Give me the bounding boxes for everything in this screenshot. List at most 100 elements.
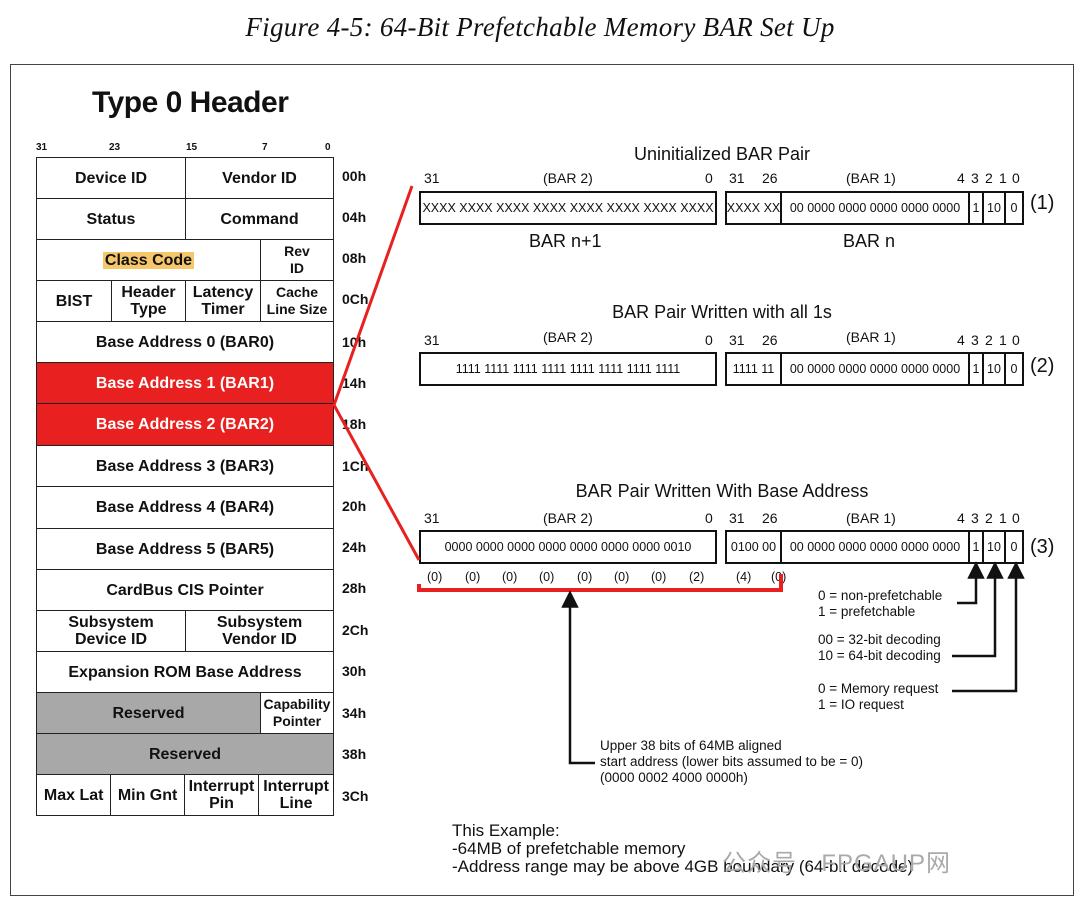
note-line: 1 = prefetchable — [818, 604, 916, 619]
type-bits: 10 — [984, 532, 1006, 562]
example-line: -64MB of prefetchable memory — [452, 839, 686, 858]
bar2-label: (BAR 2) — [543, 510, 593, 526]
offset-label: 30h — [342, 663, 367, 679]
reg-row-3ch: Max Lat Min Gnt Interrupt Pin Interrupt … — [36, 774, 334, 816]
figure-title: Figure 4-5: 64-Bit Prefetchable Memory B… — [245, 12, 835, 42]
upper-bits-bracket — [417, 574, 783, 592]
bar1-register: XXXX XX 00 0000 0000 0000 0000 0000 1 10… — [725, 191, 1024, 225]
example-note: This Example: -64MB of prefetchable memo… — [452, 822, 913, 876]
reg-row-18h: Base Address 2 (BAR2) — [36, 403, 334, 446]
note-line: 10 = 64-bit decoding — [818, 648, 941, 663]
status-field: Status — [37, 199, 186, 239]
offset-label: 1Ch — [342, 458, 369, 474]
request-note: 0 = Memory request 1 = IO request — [818, 681, 938, 713]
bit-label: 2 — [985, 170, 993, 186]
bit-label: 0 — [705, 170, 713, 186]
section-title: BAR Pair Written With Base Address — [575, 481, 869, 501]
command-field: Command — [220, 210, 299, 228]
bar2-register: 1111 1111 1111 1111 1111 1111 1111 1111 — [419, 352, 717, 386]
bar2-field: Base Address 2 (BAR2) — [95, 416, 275, 433]
bit-label: 31 — [36, 142, 48, 153]
section-tag: (2) — [1030, 355, 1055, 377]
reg-row-08h: Class Code Rev ID — [36, 239, 334, 281]
offset-label: 34h — [342, 705, 367, 721]
bar1-upper-bits: XXXX XX — [727, 193, 782, 223]
latency-timer-field: Latency Timer — [186, 281, 261, 321]
capability-pointer-field: Capability Pointer — [261, 693, 333, 733]
cardbus-cis-pointer-field: CardBus CIS Pointer — [106, 581, 264, 599]
prefetchable-bit: 1 — [970, 532, 984, 562]
bit-label: 23 — [109, 142, 121, 153]
note-line: 0 = non-prefetchable — [818, 588, 943, 603]
nibble-value: (0) — [651, 570, 667, 584]
bit-label: 3 — [971, 510, 979, 526]
bit-label: 15 — [186, 142, 198, 153]
offset-label: 08h — [342, 250, 367, 266]
bit-label: 0 — [325, 142, 331, 153]
prefetchable-bit: 1 — [970, 193, 984, 223]
bar5-field: Base Address 5 (BAR5) — [95, 540, 275, 558]
example-heading: This Example: — [452, 821, 560, 840]
bar1-field: Base Address 1 (BAR1) — [95, 374, 275, 392]
type-bits: 10 — [984, 193, 1006, 223]
reserved-field: Reserved — [148, 745, 222, 763]
bar1-register: 0100 00 00 0000 0000 0000 0000 0000 1 10… — [725, 530, 1024, 564]
bar2-value: 1111 1111 1111 1111 1111 1111 1111 1111 — [455, 362, 681, 376]
header-title: Type 0 Header — [92, 86, 289, 119]
bit-label: 31 — [729, 332, 745, 348]
bit-label: 0 — [705, 510, 713, 526]
nibble-value: (0) — [427, 570, 443, 584]
interrupt-pin-field: Interrupt Pin — [185, 775, 260, 815]
nibble-value: (2) — [689, 570, 705, 584]
request-arrow — [952, 561, 1025, 693]
min-gnt-field: Min Gnt — [111, 775, 185, 815]
bar1-middle-bits: 00 0000 0000 0000 0000 0000 — [782, 193, 970, 223]
offset-label: 3Ch — [342, 788, 369, 804]
bit-label: 7 — [262, 142, 268, 153]
note-line: start address (lower bits assumed to be … — [600, 754, 863, 769]
prefetch-arrow — [957, 561, 985, 605]
io-bit: 0 — [1010, 362, 1018, 376]
offset-label: 2Ch — [342, 622, 369, 638]
bit-label: 0 — [1012, 170, 1020, 186]
prefetch-note: 0 = non-prefetchable 1 = prefetchable — [818, 588, 942, 620]
reg-row-0ch: BIST Header Type Latency Timer Cache Lin… — [36, 280, 334, 322]
nibble-value: (0) — [465, 570, 481, 584]
offset-label: 38h — [342, 746, 367, 762]
section-tag: (3) — [1030, 536, 1055, 558]
figure-frame — [10, 64, 1074, 896]
bit-label: 4 — [957, 332, 965, 348]
upper-bits-note: Upper 38 bits of 64MB aligned start addr… — [600, 738, 863, 786]
interrupt-line-field: Interrupt Line — [263, 778, 329, 812]
bar4-field: Base Address 4 (BAR4) — [95, 499, 275, 516]
bit-label: 2 — [985, 332, 993, 348]
bar1-upper-bits: 0100 00 — [727, 532, 782, 562]
nibble-value: (4) — [736, 570, 752, 584]
bar1-label: (BAR 1) — [846, 510, 896, 526]
bit-label: 31 — [424, 510, 440, 526]
bar2-value: 0000 0000 0000 0000 0000 0000 0000 0010 — [444, 540, 692, 554]
note-line: 00 = 32-bit decoding — [818, 632, 941, 647]
bar1-label: (BAR 1) — [846, 170, 896, 186]
bar1-middle-bits: 00 0000 0000 0000 0000 0000 — [782, 532, 970, 562]
device-id-field: Device ID — [37, 158, 186, 198]
io-bit: 0 — [1010, 201, 1018, 215]
header-type-field: Header Type — [112, 281, 186, 321]
bar1-upper-bits: 1111 11 — [727, 354, 782, 384]
note-line: 1 = IO request — [818, 697, 904, 712]
section-title: Uninitialized BAR Pair — [633, 144, 811, 164]
bit-label: 26 — [762, 332, 778, 348]
bar0-field: Base Address 0 (BAR0) — [95, 333, 275, 351]
bar2-label: (BAR 2) — [543, 329, 593, 345]
nibble-value: (0) — [539, 570, 555, 584]
bar2-value: XXXX XXXX XXXX XXXX XXXX XXXX XXXX XXXX — [422, 201, 714, 215]
bit-label: 3 — [971, 170, 979, 186]
section-tag: (1) — [1030, 192, 1055, 214]
bar-connector-line — [332, 185, 421, 561]
expansion-rom-field: Expansion ROM Base Address — [68, 663, 302, 681]
type-bits: 10 — [984, 354, 1006, 384]
decoding-note: 00 = 32-bit decoding 10 = 64-bit decodin… — [818, 632, 941, 664]
bit-label: 31 — [424, 332, 440, 348]
cache-line-size-field: Cache Line Size — [266, 284, 328, 317]
